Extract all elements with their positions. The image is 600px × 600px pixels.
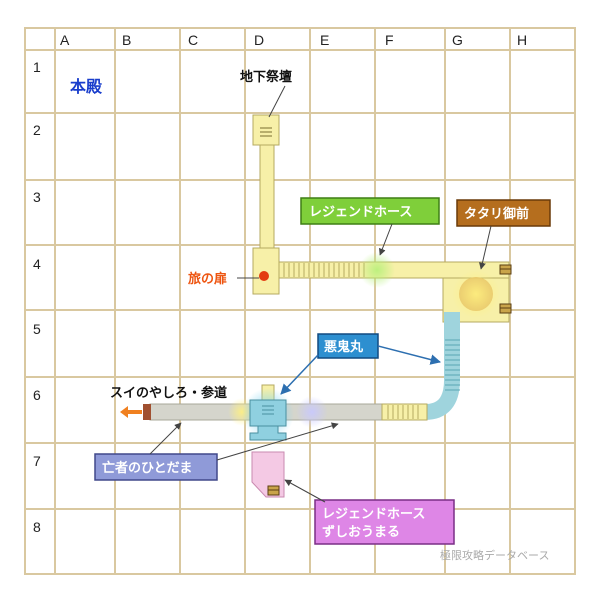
- tatari-box[interactable]: [456, 199, 551, 227]
- legend-hose-box[interactable]: [300, 197, 440, 225]
- legend-hose-pointer: [379, 223, 393, 256]
- hub-room: [249, 399, 287, 427]
- stairs-icon: [262, 405, 274, 415]
- dead-souls-text: 亡者のひとだま: [102, 460, 192, 476]
- column-header: F: [385, 32, 394, 48]
- journey-door-label: 旅の扉: [188, 271, 227, 287]
- exit-door: [143, 404, 151, 420]
- dead-souls-pointer: [216, 422, 339, 461]
- column-header: C: [188, 32, 198, 48]
- column-header: A: [60, 32, 70, 48]
- area-title: 本殿: [70, 77, 103, 96]
- corridor-ladder: [387, 405, 419, 419]
- akkimaru-box[interactable]: [317, 333, 379, 359]
- map-grid: [24, 27, 576, 575]
- akkimaru-pointer: [280, 354, 319, 395]
- row-header: 4: [33, 256, 41, 272]
- stairs-icon: [260, 127, 272, 137]
- underground-altar-label: 地下祭壇: [240, 69, 292, 85]
- legend-hose-2-pointer: [284, 479, 326, 503]
- row-header: 1: [33, 59, 41, 75]
- door-icon[interactable]: [259, 271, 269, 281]
- treasure-chest-icon: [499, 303, 512, 314]
- tatari-spot-glow: [452, 270, 500, 318]
- legend-hose-2-text: レジェンドホース: [322, 507, 425, 522]
- column-header: D: [254, 32, 264, 48]
- column-header: E: [320, 32, 329, 48]
- altar-pointer: [268, 85, 286, 118]
- dead-souls-box[interactable]: [94, 453, 218, 481]
- treasure-chest-icon: [499, 264, 512, 275]
- akkimaru-pointer: [377, 345, 442, 365]
- blue-stairs: [445, 339, 460, 391]
- legend-hose-text: レジェンドホース: [309, 205, 412, 220]
- blue-corridor: [420, 312, 460, 420]
- hub-room-bottom: [249, 425, 287, 441]
- treasure-chest-icon: [267, 485, 280, 496]
- row-header: 8: [33, 519, 41, 535]
- column-header: H: [517, 32, 527, 48]
- legend-hose-2-box[interactable]: [314, 499, 455, 545]
- yellow-corridor-row6: [381, 403, 428, 421]
- column-header: B: [122, 32, 131, 48]
- akkimaru-text: 悪鬼丸: [324, 339, 364, 355]
- legend-hose-spot: [359, 252, 395, 288]
- column-header: G: [452, 32, 463, 48]
- row-header: 3: [33, 189, 41, 205]
- watermark: 極限攻略データベース: [440, 548, 549, 562]
- exit-arrow-icon[interactable]: [120, 406, 142, 418]
- legend-hose-2-subtext: ずしおうまる: [322, 524, 400, 540]
- row-header: 5: [33, 321, 41, 337]
- lavender-glow-row6: [296, 396, 328, 428]
- tatari-text: タタリ御前: [464, 206, 529, 222]
- dead-souls-pointer: [149, 422, 182, 455]
- row-header: 7: [33, 453, 41, 469]
- tatari-pointer: [479, 225, 492, 270]
- row-header: 6: [33, 387, 41, 403]
- row-header: 2: [33, 122, 41, 138]
- sui-shrine-label: スイのやしろ・参道: [110, 385, 227, 401]
